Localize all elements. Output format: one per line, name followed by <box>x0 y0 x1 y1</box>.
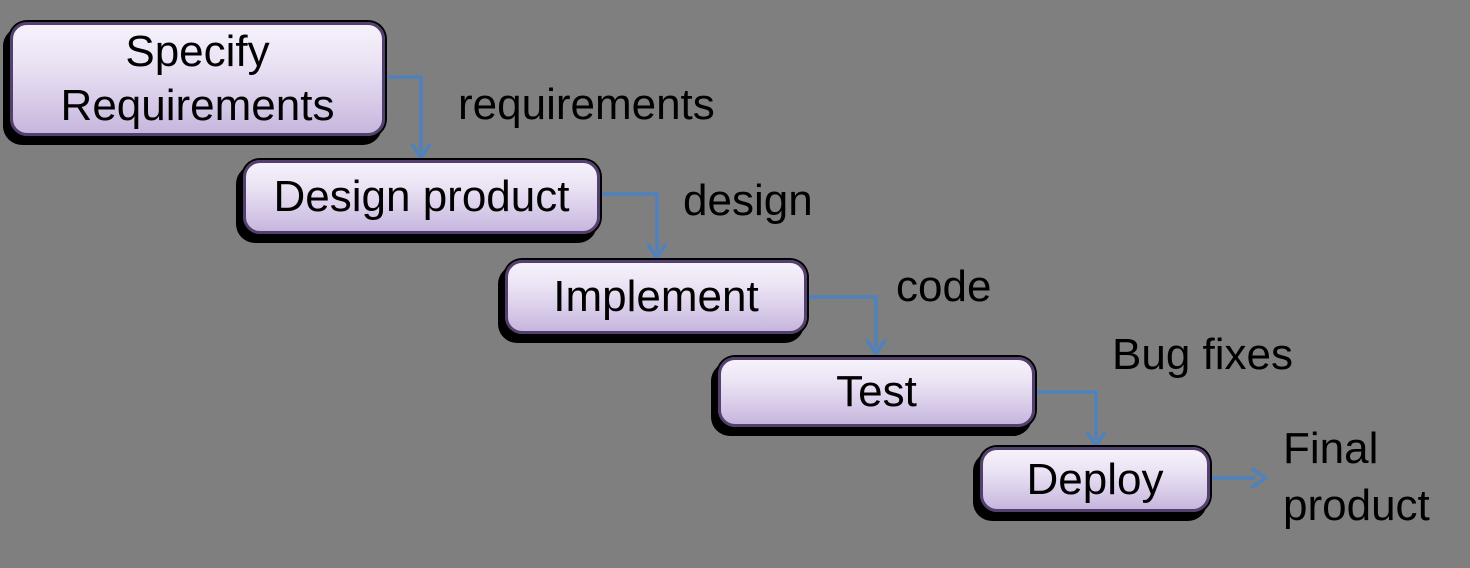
arrow-label-bug-fixes: Bug fixes <box>1112 330 1293 379</box>
box-test: Test <box>718 357 1035 427</box>
box-deploy-label: Deploy <box>1026 454 1164 504</box>
arrow-deploy-to-final <box>1209 467 1268 489</box>
box-design-product: Design product <box>243 160 600 234</box>
box-specify-requirements-label: Specify Requirements <box>60 27 335 130</box>
arrow-label-final-product: Final product <box>1283 424 1430 531</box>
arrow-label-requirements: requirements <box>458 80 715 129</box>
arrow-design-to-implement <box>599 192 668 260</box>
box-design-product-label: Design product <box>273 172 570 222</box>
arrow-test-to-deploy <box>1034 390 1107 448</box>
box-test-label: Test <box>836 367 917 417</box>
box-implement: Implement <box>505 260 807 334</box>
box-deploy: Deploy <box>980 447 1210 512</box>
arrow-implement-to-test <box>806 295 887 356</box>
arrow-label-design: design <box>683 176 813 225</box>
box-implement-label: Implement <box>553 272 759 322</box>
box-specify-requirements: Specify Requirements <box>10 22 385 136</box>
arrow-label-code: code <box>896 262 992 311</box>
arrow-specify-to-design <box>384 75 432 160</box>
